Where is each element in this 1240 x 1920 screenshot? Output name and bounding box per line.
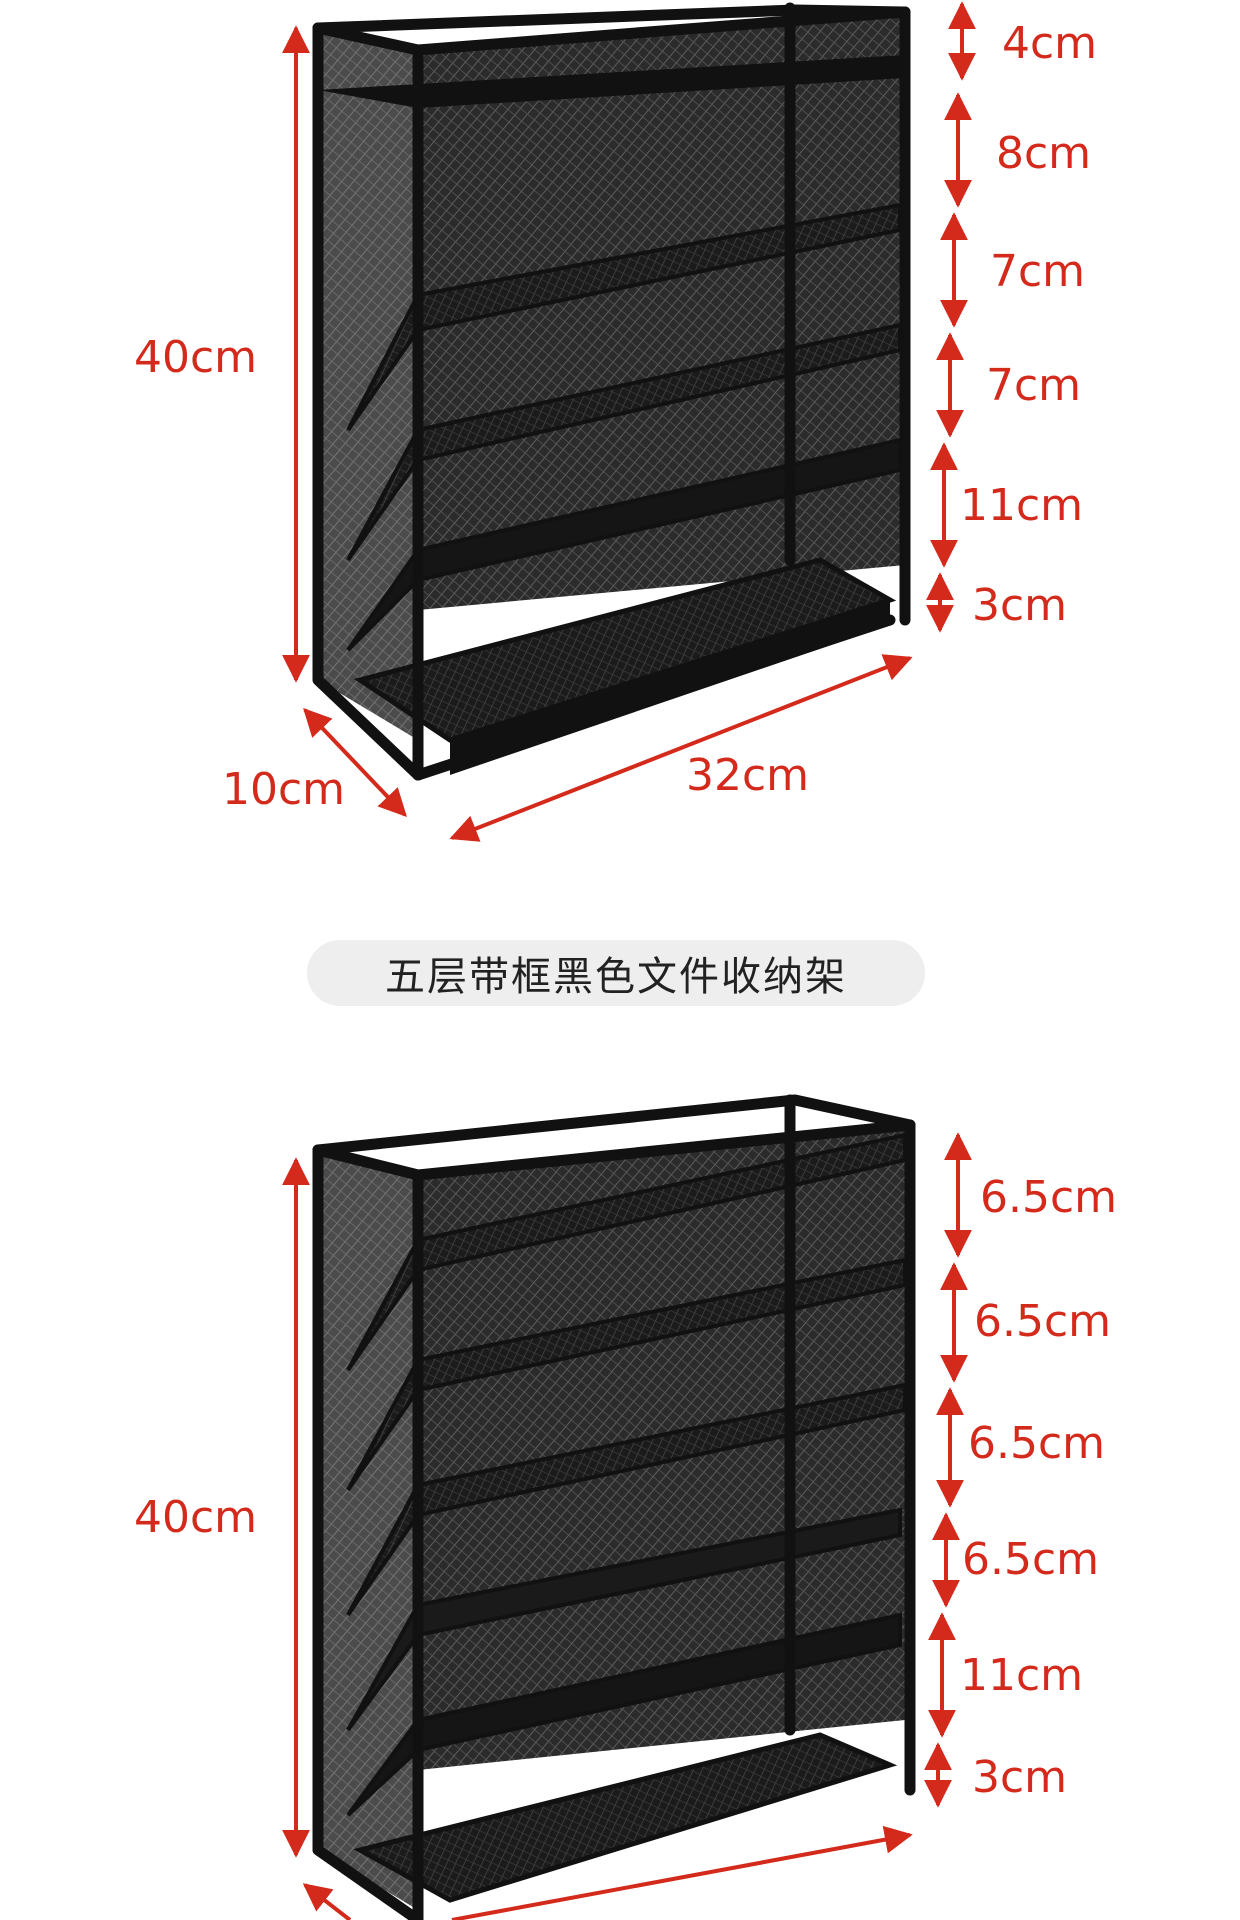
slanted-shelf <box>346 1382 907 1617</box>
rack-top-illustration <box>312 2 911 781</box>
back-mesh-panel <box>418 12 905 610</box>
bottom-rack-gap-label: 6.5cm <box>974 1296 1112 1347</box>
product-caption-pill: 五层带框黑色文件收纳架 <box>307 940 925 1006</box>
slanted-shelf <box>346 202 902 432</box>
width-arrow <box>451 1825 913 1920</box>
bottom-rack-gap-label: 6.5cm <box>968 1418 1106 1469</box>
rack-frame <box>312 1094 916 1920</box>
bottom-rack-gap-label: 6.5cm <box>962 1534 1100 1585</box>
slanted-shelf <box>346 1507 902 1732</box>
bottom-rack-gap-label: 11cm <box>960 1650 1084 1701</box>
slanted-shelf <box>346 1257 907 1492</box>
top-rack-width-label: 32cm <box>686 750 810 801</box>
top-rack-height-label: 40cm <box>134 332 258 383</box>
slanted-shelf <box>346 1612 902 1817</box>
depth-arrow <box>302 1883 352 1920</box>
top-rack-gap-label: 4cm <box>1002 18 1098 69</box>
product-caption: 五层带框黑色文件收纳架 <box>385 954 847 1000</box>
width-arrow <box>449 654 913 842</box>
top-rack-depth-label: 10cm <box>222 764 346 815</box>
bottom-rack-gap-label: 6.5cm <box>980 1172 1118 1223</box>
slanted-shelf <box>346 322 902 562</box>
dimension-arrows <box>282 1 976 1920</box>
top-rack-gap-label: 8cm <box>996 128 1092 179</box>
top-rack-gap-label: 7cm <box>986 360 1082 411</box>
slanted-shelf <box>346 1132 907 1372</box>
rack-bottom-illustration <box>312 1094 916 1920</box>
top-rack-gap-label: 7cm <box>990 246 1086 297</box>
slanted-shelf <box>346 437 902 652</box>
depth-arrow <box>303 707 407 818</box>
bottom-rack-height-label: 40cm <box>134 1492 258 1543</box>
side-mesh-panel <box>318 1150 418 1910</box>
bottom-rack-gap-label: 3cm <box>972 1752 1068 1803</box>
top-shelf <box>318 55 905 108</box>
top-rack-gap-label: 3cm <box>972 580 1068 631</box>
top-rack-gap-label: 11cm <box>960 480 1084 531</box>
side-mesh-panel <box>318 25 418 740</box>
